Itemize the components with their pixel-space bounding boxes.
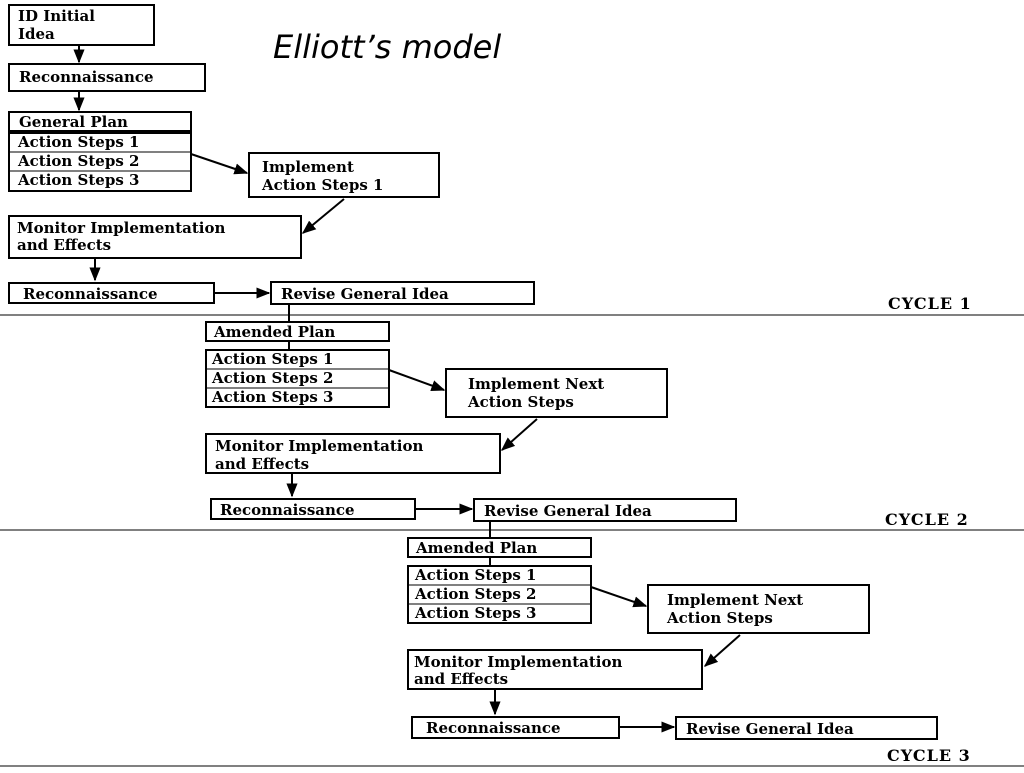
monitor-2-line-2: and Effects xyxy=(215,455,309,473)
implement-box-2: Implement Next Action Steps xyxy=(445,368,668,418)
reconnaissance-3-label: Reconnaissance xyxy=(426,719,561,737)
implement-3-line-1: Implement Next xyxy=(667,591,803,609)
monitor-box-1: Monitor Implementation and Effects xyxy=(8,215,302,259)
revise-2-label: Revise General Idea xyxy=(484,502,652,520)
cycle-2: Amended Plan Action Steps 1 Action Steps… xyxy=(0,321,1024,538)
implement-1-line-2: Action Steps 1 xyxy=(261,176,383,194)
initial-idea-line-1: ID Initial xyxy=(18,7,95,25)
initial-idea-line-2: Idea xyxy=(18,25,55,43)
reconnaissance-1-label: Reconnaissance xyxy=(23,285,158,303)
cycle-1: General Plan Action Steps 1 Action Steps… xyxy=(0,111,1024,322)
implement-2-line-2: Action Steps xyxy=(467,393,574,411)
reconnaissance-box-2: Reconnaissance xyxy=(210,498,416,520)
cycle-3-label: CYCLE 3 xyxy=(887,746,971,765)
monitor-1-line-2: and Effects xyxy=(17,236,111,254)
revise-box-2: Revise General Idea xyxy=(473,498,737,522)
action-step-3-1: Action Steps 1 xyxy=(414,566,536,584)
action-steps-stack-2: Action Steps 1 Action Steps 2 Action Ste… xyxy=(205,349,390,408)
revise-3-label: Revise General Idea xyxy=(686,720,854,738)
arrow-steps-to-implement-3 xyxy=(590,586,648,608)
monitor-1-line-1: Monitor Implementation xyxy=(17,219,225,237)
implement-3-line-2: Action Steps xyxy=(666,609,773,627)
monitor-2-line-1: Monitor Implementation xyxy=(215,437,423,455)
arrow-implement-to-monitor-1 xyxy=(301,198,345,234)
revise-box-3: Revise General Idea xyxy=(675,716,938,740)
amended-plan-box-2: Amended Plan xyxy=(205,321,390,342)
action-step-3-2: Action Steps 2 xyxy=(414,585,536,603)
monitor-3-line-2: and Effects xyxy=(414,670,508,688)
monitor-box-3: Monitor Implementation and Effects xyxy=(407,649,703,690)
implement-1-line-1: Implement xyxy=(262,158,354,176)
monitor-3-line-1: Monitor Implementation xyxy=(414,653,622,671)
action-step-2-3: Action Steps 3 xyxy=(211,388,333,406)
revise-box-1: Revise General Idea xyxy=(270,281,535,305)
action-step-3-3: Action Steps 3 xyxy=(414,604,536,622)
amended-plan-3-label: Amended Plan xyxy=(415,539,537,557)
cycle-3: Amended Plan Action Steps 1 Action Steps… xyxy=(0,537,1024,767)
initial-reconnaissance-label: Reconnaissance xyxy=(19,68,154,86)
amended-plan-box-3: Amended Plan xyxy=(407,537,592,558)
arrow-steps-to-implement-1 xyxy=(190,153,249,175)
arrow-implement-to-monitor-3 xyxy=(703,634,741,667)
action-step-2-2: Action Steps 2 xyxy=(211,369,333,387)
action-steps-stack-3: Action Steps 1 Action Steps 2 Action Ste… xyxy=(407,565,592,624)
reconnaissance-box-1: Reconnaissance xyxy=(8,282,215,304)
action-step-2-1: Action Steps 1 xyxy=(211,350,333,368)
arrow-steps-to-implement-2 xyxy=(388,369,446,391)
action-steps-stack-1: Action Steps 1 Action Steps 2 Action Ste… xyxy=(8,132,192,192)
general-plan-box: General Plan xyxy=(8,111,192,132)
action-step-1: Action Steps 1 xyxy=(17,133,139,151)
amended-plan-2-label: Amended Plan xyxy=(213,323,335,341)
revise-1-label: Revise General Idea xyxy=(281,285,449,303)
reconnaissance-box-3: Reconnaissance xyxy=(411,716,620,739)
implement-2-line-1: Implement Next xyxy=(468,375,604,393)
diagram-title: Elliott’s model xyxy=(273,28,501,66)
monitor-box-2: Monitor Implementation and Effects xyxy=(205,433,501,474)
arrow-implement-to-monitor-2 xyxy=(500,418,538,451)
implement-box-3: Implement Next Action Steps xyxy=(647,584,870,634)
general-plan-label: General Plan xyxy=(19,113,128,131)
initial-reconnaissance-box: Reconnaissance xyxy=(8,63,206,92)
reconnaissance-2-label: Reconnaissance xyxy=(220,501,355,519)
cycle-1-label: CYCLE 1 xyxy=(888,294,972,313)
cycle-2-label: CYCLE 2 xyxy=(885,510,969,529)
initial-idea-box: ID Initial Idea xyxy=(8,4,155,46)
implement-box-1: Implement Action Steps 1 xyxy=(248,152,440,198)
action-step-2: Action Steps 2 xyxy=(17,152,139,170)
action-step-3: Action Steps 3 xyxy=(17,171,139,189)
